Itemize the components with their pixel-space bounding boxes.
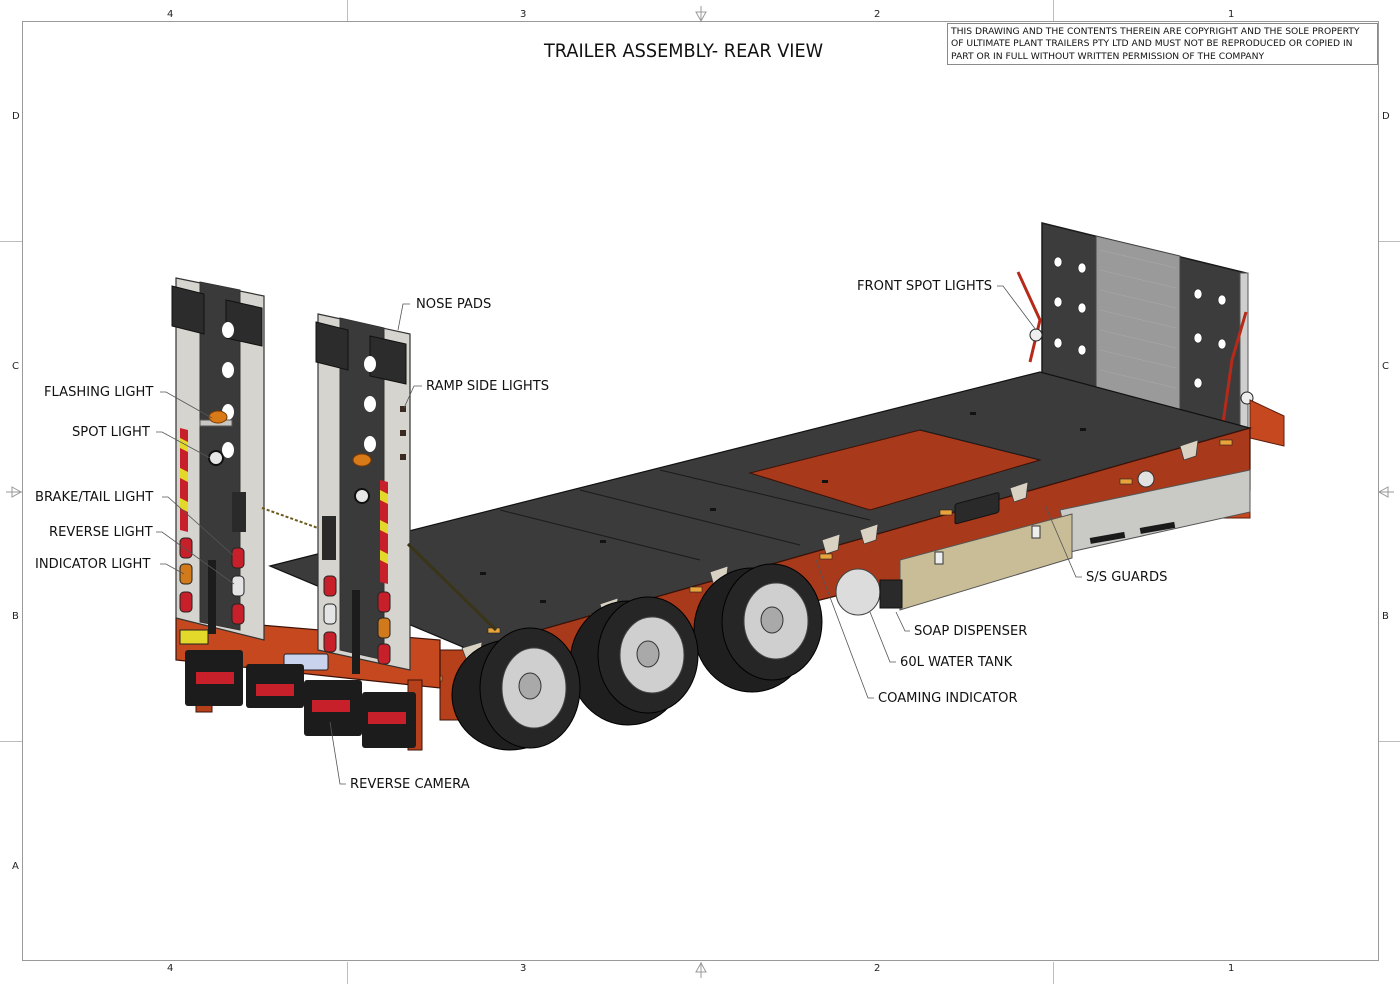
zone-column-label: 1 [1228, 9, 1235, 20]
zone-divider [347, 0, 348, 21]
upt-ramp-badge [322, 516, 336, 560]
zone-divider [0, 241, 22, 242]
zone-divider [1379, 741, 1400, 742]
zone-row-label: D [1382, 111, 1390, 122]
zone-row-label: B [12, 611, 19, 622]
upt-side-badge [954, 492, 1000, 525]
zone-divider [1379, 241, 1400, 242]
coupling-port [1137, 470, 1155, 488]
callout-flashing-light: FLASHING LIGHT [44, 384, 154, 400]
callout-coaming-indicator: COAMING INDICATOR [878, 690, 1018, 706]
wheels [451, 563, 823, 751]
wheel-axle-1 [451, 627, 581, 751]
leader-lines [156, 285, 1082, 785]
brake-tail-light [179, 591, 193, 613]
callout-reverse-light: REVERSE LIGHT [49, 524, 153, 540]
zone-column-label: 3 [520, 963, 527, 974]
water-tank [835, 568, 881, 616]
callout-front-spot-lights: FRONT SPOT LIGHTS [857, 278, 993, 294]
mud-flaps [185, 650, 416, 748]
upt-ramp-badge [232, 492, 246, 532]
chain-binder-right [1220, 311, 1248, 431]
brake-tail-light [231, 547, 245, 569]
gas-strut [208, 560, 216, 634]
wheel-axle-3 [693, 563, 823, 693]
nose-pad [225, 299, 263, 347]
spot-light [208, 450, 224, 466]
callout-soap-dispenser: SOAP DISPENSER [914, 623, 1028, 639]
drawing-title: TRAILER ASSEMBLY- REAR VIEW [544, 40, 824, 62]
mesh-pattern [1099, 249, 1177, 409]
callout-water-tank: 60L WATER TANK [900, 654, 1013, 670]
copyright-line: PART OR IN FULL WITHOUT WRITTEN PERMISSI… [951, 50, 1265, 62]
front-spot-light-left [1029, 328, 1043, 342]
zone-row-label: C [1382, 361, 1389, 372]
nose-pad [315, 321, 349, 371]
soap-dispenser [879, 579, 903, 609]
zone-column-label: 4 [167, 9, 174, 20]
copyright-line: THIS DRAWING AND THE CONTENTS THEREIN AR… [951, 26, 1360, 37]
spot-light [354, 488, 370, 504]
zone-divider [1053, 0, 1054, 21]
zone-row-label: C [12, 361, 19, 372]
callout-nose-pads: NOSE PADS [416, 296, 492, 312]
callout-indicator-light: INDICATOR LIGHT [35, 556, 151, 572]
centering-marks [6, 6, 1394, 978]
nose-pad [369, 335, 407, 385]
zone-column-label: 3 [520, 9, 527, 20]
ramp-right [315, 313, 411, 674]
tie-down-points [480, 412, 1086, 603]
chain-binder-left [1016, 271, 1042, 363]
king-pin-plate [1249, 399, 1285, 447]
nose-pad [171, 285, 205, 335]
brake-tail-light [231, 603, 245, 625]
zone-column-label: 1 [1228, 963, 1235, 974]
zone-row-label: B [1382, 611, 1389, 622]
zone-row-label: D [12, 111, 20, 122]
callout-ramp-side-lights: RAMP SIDE LIGHTS [426, 378, 550, 394]
callout-reverse-camera: REVERSE CAMERA [350, 776, 470, 792]
headboard-holes [1053, 256, 1227, 389]
brake-tail-light [179, 537, 193, 559]
safety-chain [261, 507, 319, 529]
callout-spot-light: SPOT LIGHT [72, 424, 150, 440]
gas-strut [352, 590, 360, 674]
reverse-light [231, 575, 245, 597]
flashing-light [208, 410, 228, 424]
zone-divider [347, 962, 348, 984]
zone-row-label: A [12, 861, 19, 872]
indicator-light [179, 563, 193, 585]
flashing-light [352, 453, 372, 467]
zone-column-label: 2 [874, 9, 881, 20]
wheel-axle-2 [569, 596, 699, 726]
zone-column-label: 2 [874, 963, 881, 974]
zone-divider [1053, 962, 1054, 984]
ratchet-strap [406, 542, 498, 632]
ramp-side-lights [400, 406, 406, 460]
ramp-left [171, 277, 265, 641]
callout-ss-guards: S/S GUARDS [1086, 569, 1168, 585]
copyright-notice: THIS DRAWING AND THE CONTENTS THEREIN AR… [947, 23, 1378, 65]
headboard [1016, 222, 1285, 519]
callout-brake-tail-light: BRAKE/TAIL LIGHT [35, 489, 154, 505]
warning-sticker [179, 629, 209, 645]
underbody-equipment [835, 469, 1251, 616]
zone-column-label: 4 [167, 963, 174, 974]
copyright-line: OF ULTIMATE PLANT TRAILERS PTY LTD AND M… [951, 38, 1353, 50]
zone-divider [0, 741, 22, 742]
